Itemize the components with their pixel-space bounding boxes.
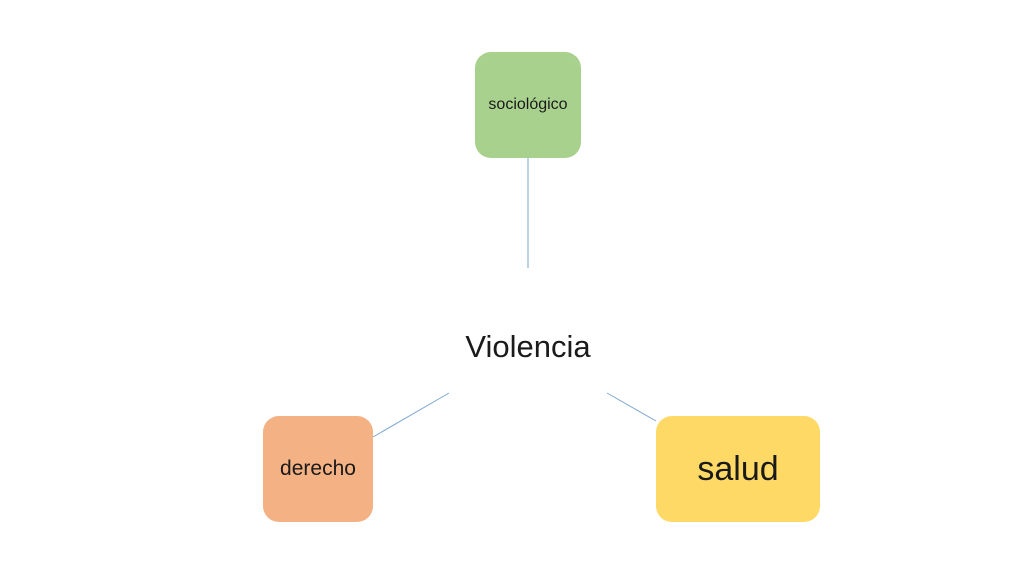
connector-derecho bbox=[372, 392, 450, 438]
center-label-text: Violencia bbox=[465, 329, 591, 364]
node-salud: salud bbox=[656, 416, 820, 522]
center-label: Violencia bbox=[428, 322, 628, 372]
node-salud-label: salud bbox=[697, 449, 779, 488]
node-sociologico-label: sociológico bbox=[488, 96, 568, 113]
node-derecho-label: derecho bbox=[280, 457, 356, 480]
node-sociologico: sociológico bbox=[475, 52, 581, 158]
connector-salud bbox=[606, 392, 657, 422]
node-derecho: derecho bbox=[263, 416, 373, 522]
